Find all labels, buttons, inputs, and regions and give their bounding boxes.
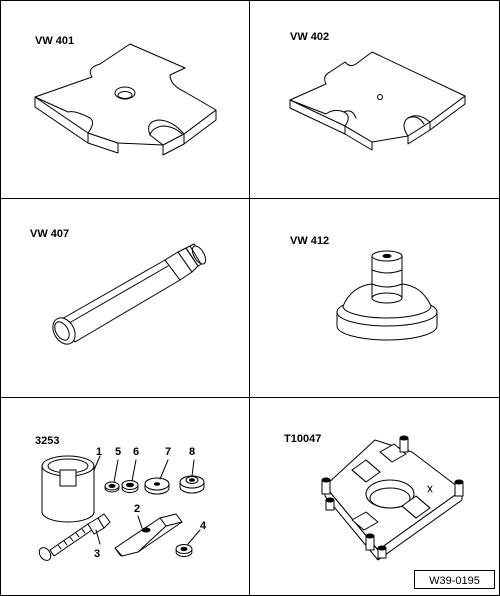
tool-vw412-press-piece [336, 250, 438, 341]
part-2-bridge [114, 513, 183, 557]
part-3-bolt [38, 513, 111, 561]
callout-4: 4 [200, 520, 207, 532]
screw-bottom [365, 533, 387, 559]
callout-3: 3 [94, 548, 100, 560]
tool-vw402-plate [289, 51, 466, 151]
callout-8: 8 [189, 446, 195, 458]
label-t10047: T10047 [284, 433, 321, 445]
callout-1: 1 [96, 446, 102, 458]
part-1-sleeve [41, 455, 101, 523]
figure-reference: W39-0195 [429, 575, 480, 587]
screw-top [399, 435, 409, 453]
callout-7: 7 [165, 446, 171, 458]
part-6-nut [121, 459, 139, 493]
part-7-washer [144, 459, 170, 495]
tool-vw407-shaft [52, 243, 207, 345]
screw-left [321, 477, 335, 511]
tool-vw401-plate [34, 43, 217, 156]
screw-right [454, 479, 464, 497]
part-4-nut [175, 529, 201, 557]
label-vw407: VW 407 [30, 228, 69, 240]
figure-reference-box: W39-0195 [414, 570, 495, 589]
callout-2: 2 [134, 503, 140, 515]
label-vw401: VW 401 [35, 35, 74, 47]
part-8-nut-washer [179, 459, 205, 494]
label-vw412: VW 412 [290, 235, 329, 247]
callout-6: 6 [133, 446, 139, 458]
label-vw402: VW 402 [290, 31, 329, 43]
tool-t10047-fixture [321, 435, 464, 561]
part-5-nut [104, 459, 120, 493]
callout-5: 5 [115, 446, 121, 458]
label-3253: 3253 [35, 435, 59, 447]
